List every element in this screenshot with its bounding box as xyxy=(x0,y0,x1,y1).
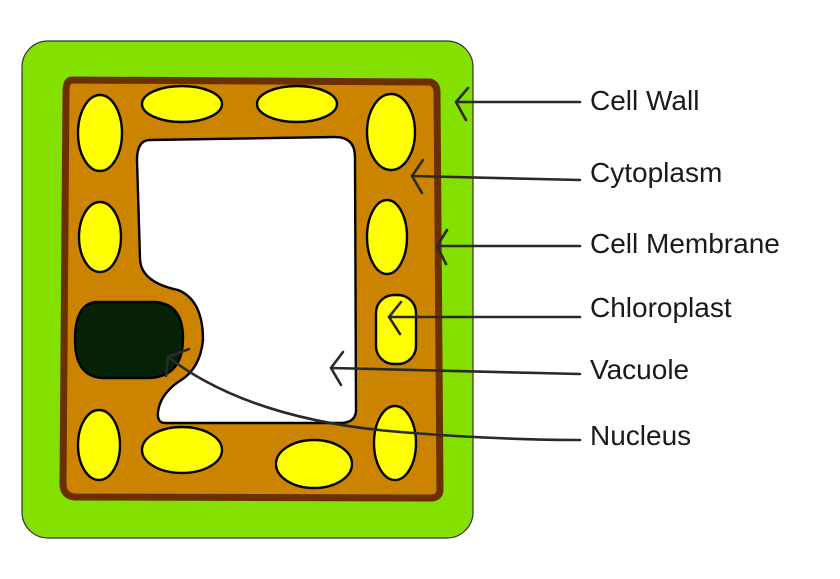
label-cytoplasm: Cytoplasm xyxy=(590,157,722,188)
chloroplast xyxy=(255,84,339,124)
chloroplast xyxy=(140,425,224,475)
chloroplast xyxy=(76,93,124,173)
arrow-cell-membrane xyxy=(435,228,582,266)
chloroplast xyxy=(274,438,354,490)
arrow-chloroplast xyxy=(387,300,582,336)
label-vacuole: Vacuole xyxy=(590,354,689,385)
chloroplast xyxy=(76,408,122,482)
arrow-vacuole xyxy=(329,350,582,387)
arrow-cell-wall xyxy=(454,86,582,122)
pointer-arrows xyxy=(164,86,582,442)
label-cell-wall: Cell Wall xyxy=(590,85,699,116)
chloroplast xyxy=(77,200,123,274)
vacuole xyxy=(135,135,358,425)
chloroplast xyxy=(365,92,417,172)
label-nucleus: Nucleus xyxy=(590,420,691,451)
arrow-cytoplasm xyxy=(410,158,582,195)
chloroplast xyxy=(372,404,418,482)
nucleus xyxy=(73,300,185,380)
chloroplast xyxy=(140,84,224,124)
chloroplast xyxy=(365,198,409,276)
arrow-nucleus xyxy=(164,347,582,442)
label-cell-membrane: Cell Membrane xyxy=(590,228,780,259)
label-chloroplast: Chloroplast xyxy=(590,292,732,323)
